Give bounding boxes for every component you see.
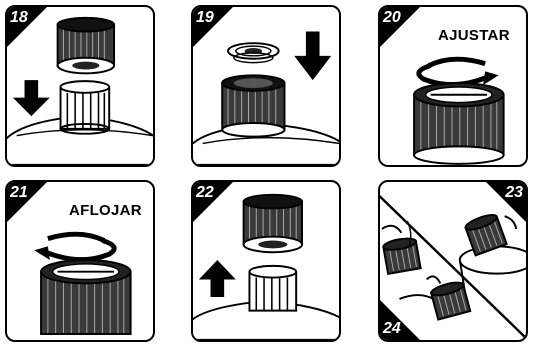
step-19-panel: 19: [191, 5, 341, 167]
loosen-label: AFLOJAR: [69, 202, 142, 219]
step-number: 18: [10, 9, 28, 27]
step-number: 20: [383, 9, 401, 27]
step-22-panel: 22: [191, 180, 341, 342]
step-23-24-panel: 23 24: [378, 180, 528, 342]
step-number: 23: [505, 184, 523, 202]
step-number: 22: [196, 184, 214, 202]
step-number: 24: [383, 320, 401, 338]
step-18-panel: 18: [5, 5, 155, 167]
step-21-panel: 21 AFLOJAR: [5, 180, 155, 342]
step-20-panel: 20 AJUSTAR: [378, 5, 528, 167]
step-number: 19: [196, 9, 214, 27]
step-number: 21: [10, 184, 28, 202]
tighten-label: AJUSTAR: [438, 27, 510, 44]
